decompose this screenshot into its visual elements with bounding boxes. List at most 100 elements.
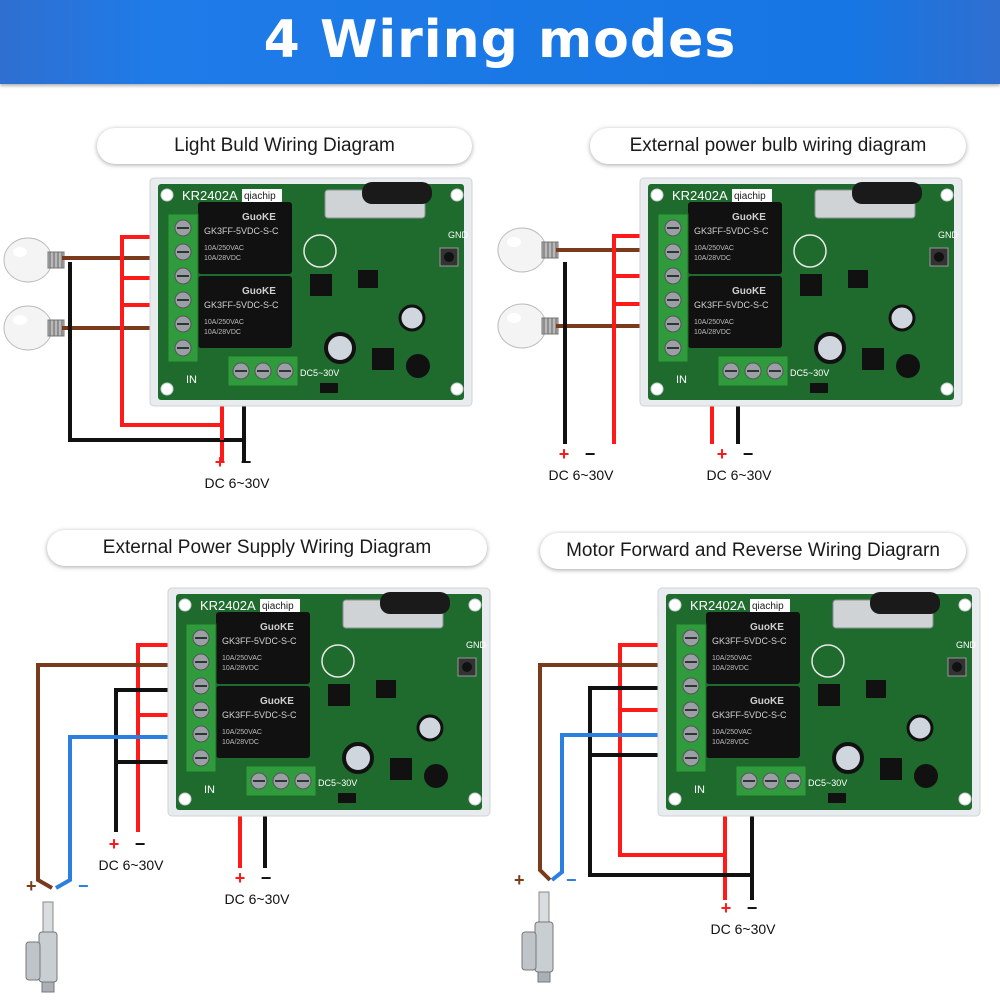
in-label: IN	[694, 784, 705, 796]
dc-input-label: DC5~30V	[300, 368, 339, 378]
relay-rating-label: 10A/28VDC	[222, 739, 259, 746]
bulb-glass	[497, 227, 547, 273]
mounting-hole	[160, 188, 174, 202]
ic-chip	[390, 758, 412, 780]
relay-model-label: GK3FF-5VDC-S-C	[694, 226, 769, 236]
supply3a-plus: +	[109, 834, 120, 854]
relay-rating-label: 10A/28VDC	[712, 739, 749, 746]
brand-box	[732, 189, 772, 202]
panel-title-external-power-supply: External Power Supply Wiring Diagram	[47, 530, 487, 566]
relay-brand-label: GuoKE	[750, 622, 784, 633]
mounting-hole	[650, 188, 664, 202]
wire-black-return	[68, 262, 246, 462]
supply4-minus: −	[747, 898, 758, 918]
ic-chip	[372, 348, 394, 370]
relay-brand-label: GuoKE	[750, 696, 784, 707]
supply1-label: DC 6~30V	[205, 475, 271, 491]
gnd-label: GND	[938, 230, 959, 240]
relay-brand-label: GuoKE	[732, 212, 766, 223]
wire-brown-motor	[538, 663, 680, 882]
relay-rating-label: 10A/250VAC	[204, 319, 244, 326]
supply4-label: DC 6~30V	[711, 921, 777, 937]
relay-rating-label: 10A/250VAC	[222, 729, 262, 736]
dc-input-label: DC5~30V	[808, 778, 847, 788]
linear-actuator-icon	[25, 901, 58, 993]
bulb-highlight	[13, 247, 27, 257]
actuator-body	[534, 921, 554, 973]
relay-rating-label: 10A/28VDC	[204, 255, 241, 262]
actuator-body	[38, 931, 58, 983]
mounting-hole	[958, 598, 972, 612]
buzzer-outline	[811, 644, 845, 678]
linear-actuator-icon	[521, 891, 554, 983]
output-terminal-block	[675, 623, 707, 773]
relay-brand-label: GuoKE	[260, 696, 294, 707]
mounting-hole	[468, 598, 482, 612]
wire-black-supply	[588, 686, 754, 900]
inductor	[424, 764, 448, 788]
relay-rating-label: 10A/250VAC	[712, 655, 752, 662]
mounting-hole	[450, 188, 464, 202]
relay-model-label: GK3FF-5VDC-S-C	[204, 300, 279, 310]
push-button-cap	[934, 252, 944, 262]
page-title: 4 Wiring modes	[263, 10, 737, 70]
panel-title-external-power-bulb: External power bulb wiring diagram	[590, 128, 966, 164]
capacitor	[324, 332, 356, 364]
relay-model-label: GK3FF-5VDC-S-C	[204, 226, 279, 236]
supply2b-plus: +	[717, 444, 728, 464]
in-label: IN	[186, 374, 197, 386]
relay-2	[198, 276, 292, 348]
diode	[320, 383, 338, 393]
board-model-label: KR2402A	[690, 598, 746, 613]
relay-model-label: GK3FF-5VDC-S-C	[712, 710, 787, 720]
supply3b-plus: +	[235, 868, 246, 888]
wire-blue-motor	[55, 735, 185, 890]
motor-plus: +	[514, 870, 525, 890]
actuator-mount	[41, 981, 55, 993]
mounting-hole	[668, 598, 682, 612]
relay-rating-label: 10A/250VAC	[222, 655, 262, 662]
relay-2	[688, 276, 782, 348]
push-button-cap	[462, 662, 472, 672]
dc-input-label: DC5~30V	[318, 778, 357, 788]
output-terminal-block	[657, 213, 689, 363]
motor-plus: +	[26, 876, 37, 896]
relay-rating-label: 10A/28VDC	[222, 665, 259, 672]
push-button-cap	[952, 662, 962, 672]
relay-1	[198, 202, 292, 274]
board-model-label: KR2402A	[182, 188, 238, 203]
mounting-hole	[940, 188, 954, 202]
gnd-label: GND	[466, 640, 487, 650]
bulb-glass	[3, 305, 53, 351]
relay-rating-label: 10A/250VAC	[694, 245, 734, 252]
mounting-hole	[178, 598, 192, 612]
ic-chip	[376, 680, 396, 698]
antenna-coil	[362, 182, 432, 204]
supply3a-label: DC 6~30V	[99, 857, 165, 873]
inductor	[896, 354, 920, 378]
relay-rating-label: 10A/28VDC	[694, 255, 731, 262]
ic-chip	[358, 270, 378, 288]
capacitor	[342, 742, 374, 774]
relay-1	[688, 202, 782, 274]
relay-model-label: GK3FF-5VDC-S-C	[222, 710, 297, 720]
light-bulb-icon	[497, 303, 559, 349]
mounting-hole	[468, 792, 482, 806]
panel-title-motor-forward-reverse: Motor Forward and Reverse Wiring Diagrar…	[540, 533, 966, 569]
wire-black-supply	[114, 688, 185, 832]
ic-chip	[866, 680, 886, 698]
supply4-plus: +	[721, 898, 732, 918]
supply3a-minus: −	[135, 834, 146, 854]
mounting-hole	[160, 382, 174, 396]
mounting-hole	[450, 382, 464, 396]
wire-blue-motor	[550, 733, 680, 882]
relay-rating-label: 10A/250VAC	[694, 319, 734, 326]
board-brand-label: qiachip	[262, 601, 294, 612]
ic-chip	[848, 270, 868, 288]
diode	[338, 793, 356, 803]
supply2b-minus: −	[743, 444, 754, 464]
actuator-rod	[538, 891, 550, 923]
supply2a-plus: +	[559, 444, 570, 464]
